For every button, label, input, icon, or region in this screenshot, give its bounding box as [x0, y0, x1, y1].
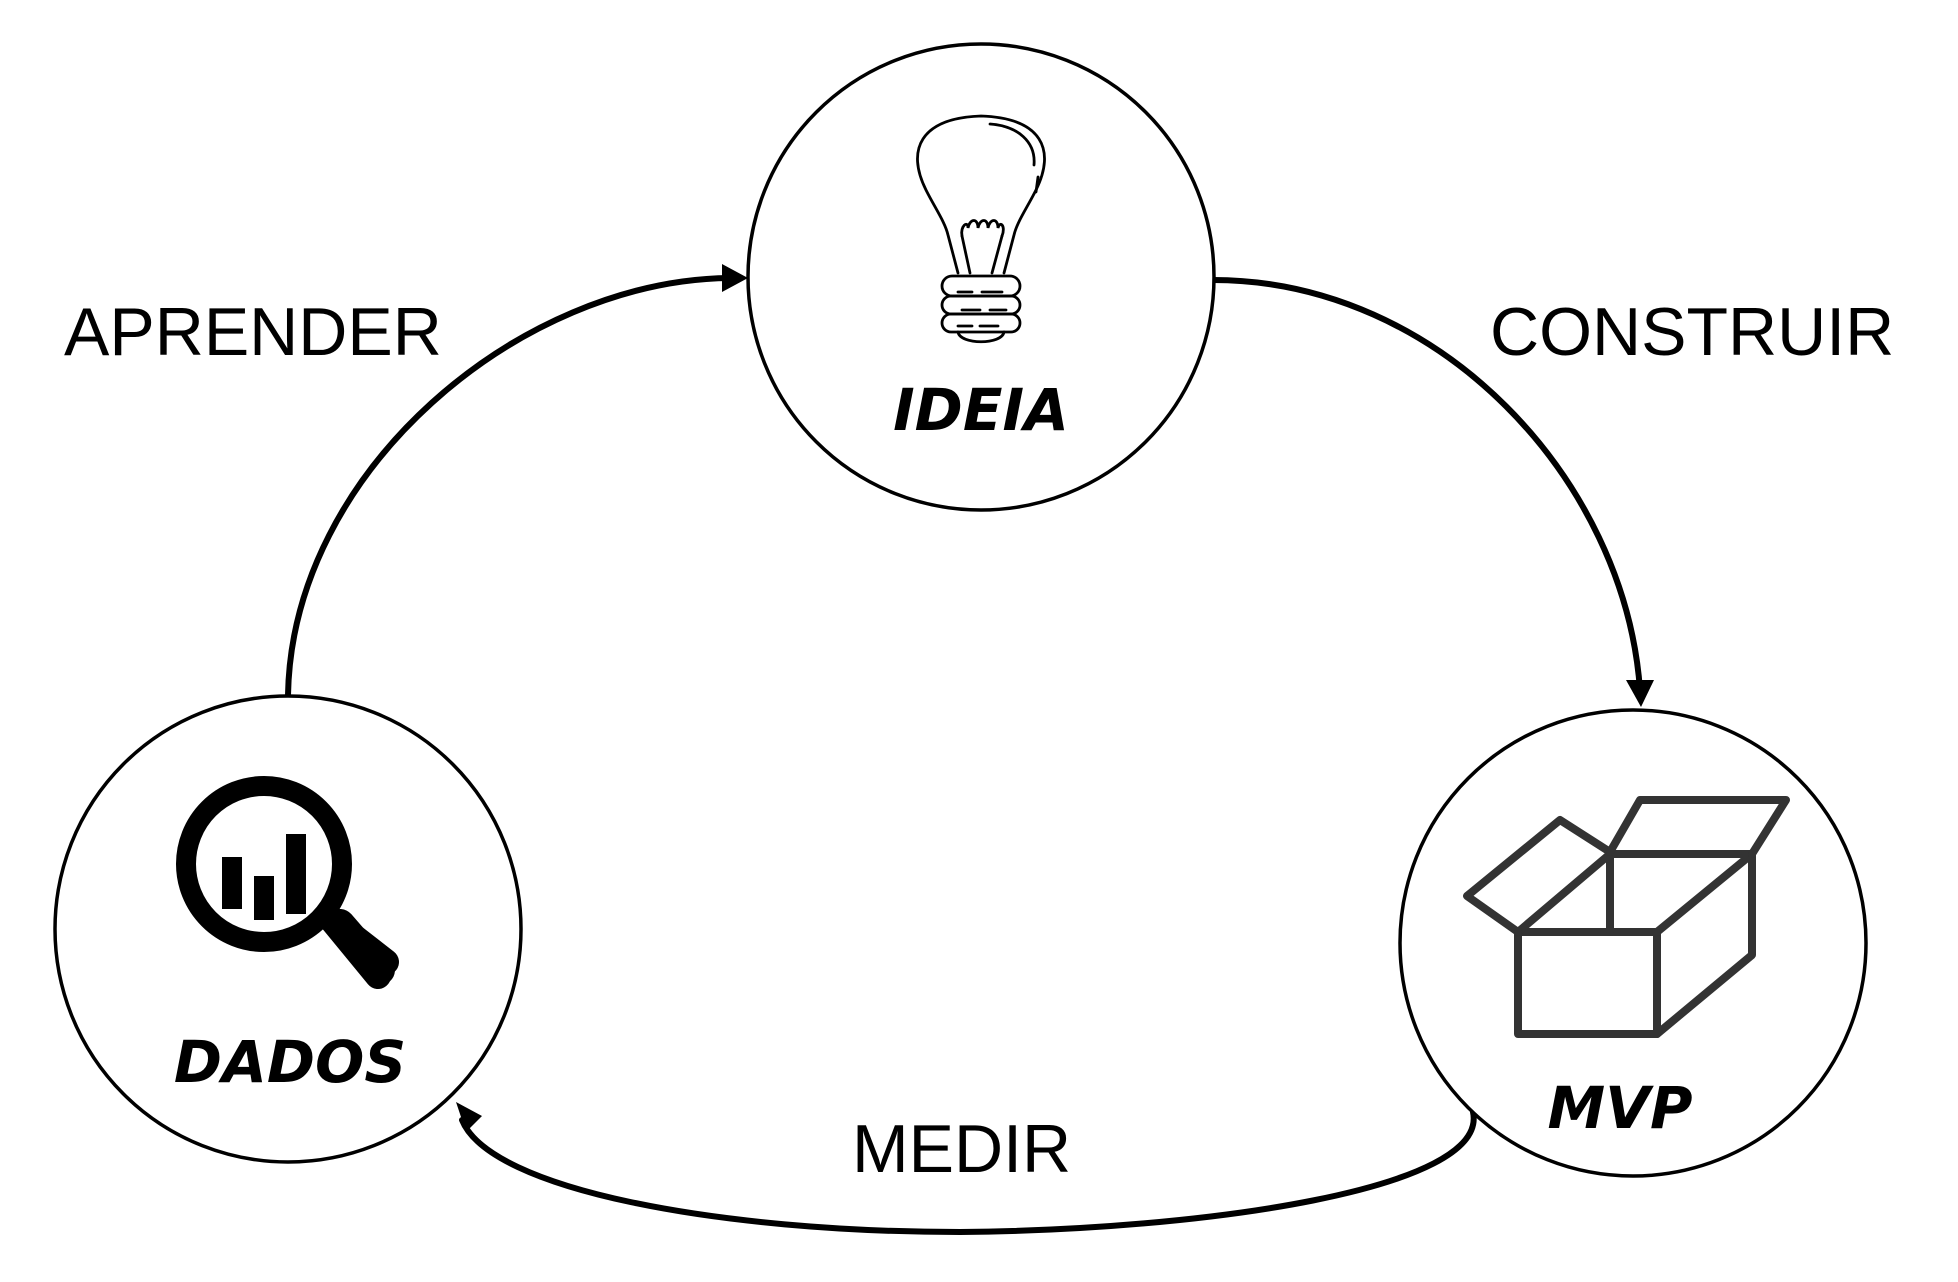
- node-mvp-circle: [1398, 708, 1868, 1178]
- edge-aprender-arrowhead: [722, 264, 748, 292]
- edge-medir: MEDIR: [456, 1102, 1477, 1236]
- node-dados: DADOS: [53, 694, 523, 1164]
- open-box-icon: [1463, 796, 1790, 1038]
- edge-aprender-label: APRENDER: [64, 294, 442, 370]
- edge-construir-line: [1210, 277, 1643, 693]
- node-ideia-label: IDEIA: [893, 376, 1069, 444]
- node-mvp-label: MVP: [1547, 1074, 1692, 1142]
- edge-construir-label: CONSTRUIR: [1490, 294, 1894, 370]
- edge-aprender: APRENDER: [64, 264, 748, 698]
- node-mvp: MVP: [1398, 708, 1868, 1178]
- edge-construir-arrowhead: [1626, 680, 1654, 707]
- magnifier-chart-icon: [176, 776, 399, 989]
- node-ideia: IDEIA: [746, 42, 1216, 512]
- edge-medir-arrowhead: [456, 1102, 482, 1132]
- node-dados-label: DADOS: [174, 1028, 406, 1096]
- lightbulb-icon: [916, 114, 1046, 344]
- edge-medir-label: MEDIR: [852, 1111, 1071, 1187]
- edge-medir-line: [459, 1109, 1477, 1236]
- edge-construir: CONSTRUIR: [1210, 277, 1894, 707]
- edge-aprender-line: [285, 275, 733, 698]
